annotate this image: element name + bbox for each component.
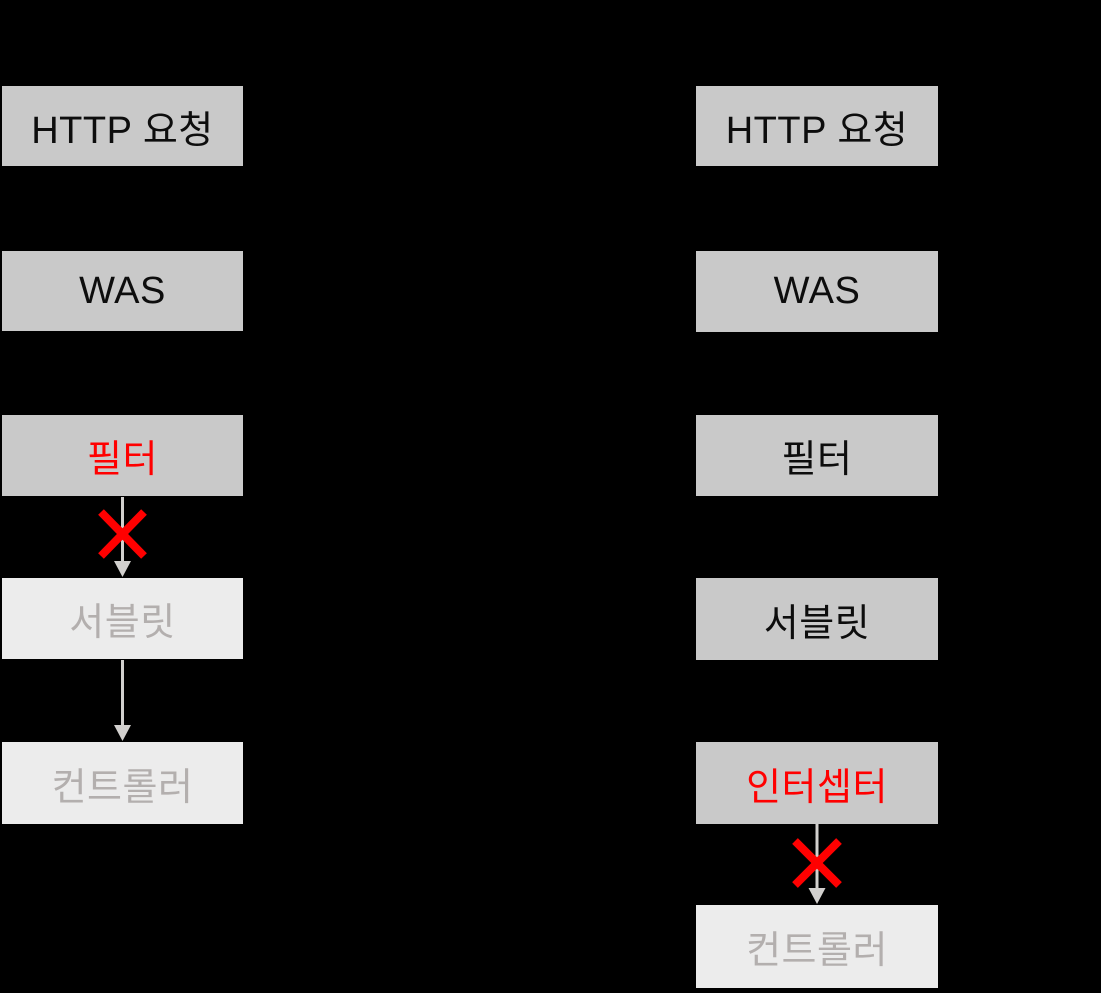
right-arrow-interceptor-to-controller: [792, 824, 842, 904]
left-node-was: WAS: [2, 251, 243, 331]
right-node-filter: 필터: [696, 415, 938, 496]
right-node-was: WAS: [696, 251, 938, 332]
left-node-servlet: 서블릿: [2, 578, 243, 659]
x-mark-icon: [792, 838, 842, 888]
right-node-controller: 컨트롤러: [696, 905, 938, 988]
left-node-http-request: HTTP 요청: [2, 86, 243, 166]
arrow-head: [114, 561, 131, 577]
left-node-controller: 컨트롤러: [2, 742, 243, 824]
right-node-servlet: 서블릿: [696, 578, 938, 660]
x-mark-icon: [792, 838, 842, 888]
right-node-interceptor: 인터셉터: [696, 742, 938, 824]
left-arrow-servlet-to-controller: [114, 660, 131, 741]
right-node-http-request: HTTP 요청: [696, 86, 938, 166]
arrow-head: [114, 725, 131, 741]
x-mark-icon: [98, 509, 147, 559]
left-arrow-filter-to-servlet: [98, 497, 147, 577]
left-node-filter: 필터: [2, 415, 243, 496]
x-mark-icon: [98, 509, 147, 559]
arrow-head: [808, 888, 826, 904]
